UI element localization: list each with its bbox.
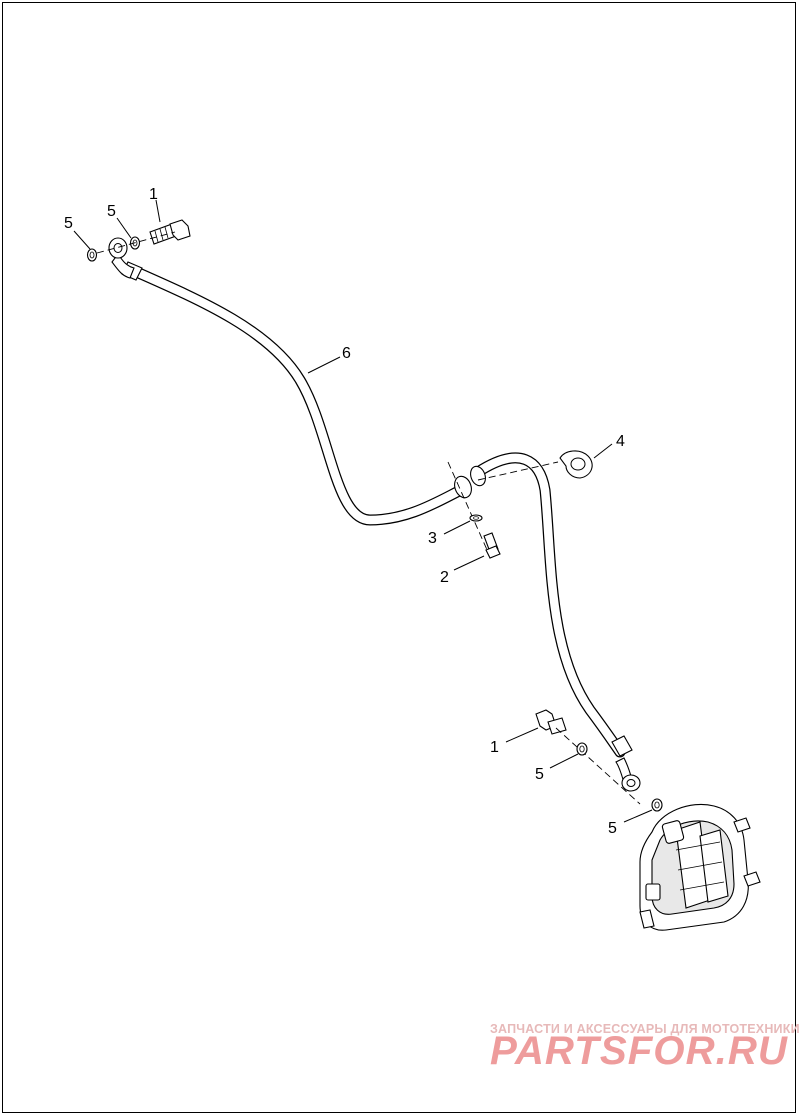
- callout-3: 3: [428, 530, 437, 547]
- top-banjo-fitting: [108, 237, 128, 259]
- watermark-subtitle: ЗАПЧАСТИ И АКСЕССУАРЫ ДЛЯ МОТОТЕХНИКИ: [490, 1022, 800, 1036]
- axis-clip: [477, 461, 559, 481]
- callout-5-top-mid: 5: [107, 203, 116, 220]
- axis-screw: [447, 461, 489, 553]
- axis-bottom: [555, 727, 641, 805]
- bottom-banjo-fitting: [621, 774, 641, 792]
- brake-caliper: [639, 804, 761, 931]
- washer-middle: [469, 514, 483, 522]
- callout-1-top: 1: [149, 186, 158, 203]
- washer-top-left: [86, 248, 98, 262]
- leader-line-6: [307, 356, 341, 374]
- leader-line-4: [593, 443, 613, 459]
- leader-line-3: [443, 520, 471, 535]
- callout-1-bottom: 1: [490, 739, 499, 756]
- brake-hose: [111, 253, 633, 784]
- watermark-brand: PARTSFOR.RU: [490, 1029, 788, 1073]
- leader-line-5-top-mid: [116, 217, 132, 239]
- leader-line-2: [453, 555, 485, 571]
- leader-line-1-bottom: [505, 727, 539, 743]
- leader-line-5-bottom-a: [549, 753, 579, 769]
- callout-5-bottom-a: 5: [535, 766, 544, 783]
- callout-6: 6: [342, 345, 351, 362]
- leader-line-5-top-left: [73, 230, 91, 250]
- callout-4: 4: [616, 433, 625, 450]
- callout-5-top-left: 5: [64, 215, 73, 232]
- hose-clip: [559, 450, 593, 479]
- banjo-bolt-top: [149, 219, 191, 245]
- banjo-bolt-bottom: [535, 709, 567, 735]
- watermark: ЗАПЧАСТИ И АКСЕССУАРЫ ДЛЯ МОТОТЕХНИКИ PA…: [490, 1022, 800, 1073]
- callout-5-bottom-b: 5: [608, 820, 617, 837]
- washer-bottom-a: [576, 742, 588, 756]
- leader-line-1-top: [155, 199, 161, 223]
- callout-2: 2: [440, 569, 449, 586]
- screw-middle: [483, 532, 501, 559]
- axis-top: [96, 231, 176, 254]
- washer-bottom-b: [651, 798, 663, 812]
- leader-line-5-bottom-b: [623, 809, 653, 823]
